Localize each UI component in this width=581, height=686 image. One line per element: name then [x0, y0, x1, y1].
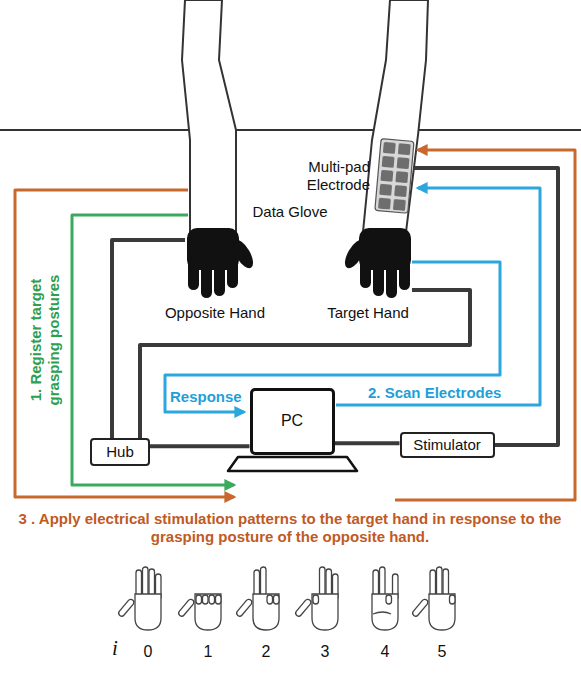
table-edge [0, 129, 581, 131]
cable-connector [335, 441, 400, 445]
step-label: Response [170, 388, 250, 406]
hand-icon [372, 567, 398, 630]
posture-number: 0 [136, 642, 160, 661]
hand-posture-icons [118, 567, 455, 630]
posture-number: 2 [254, 642, 278, 661]
node-label: Stimulator [411, 436, 483, 453]
index-symbol: i [105, 636, 125, 661]
data-glove-right [341, 228, 411, 298]
hand-icon [118, 567, 161, 630]
part-label: Multi-pad Electrode [296, 158, 370, 194]
step-label: 2. Scan Electrodes [368, 384, 533, 402]
stimulator-box: Stimulator [400, 432, 495, 458]
posture-number: 5 [430, 642, 454, 661]
right-arm [363, 0, 428, 232]
node-label: PC [279, 412, 305, 430]
part-label: Data Glove [240, 203, 340, 221]
cable-connector [150, 444, 250, 448]
step-label: 3 . Apply electrical stimulation pattern… [18, 510, 563, 546]
posture-number: 4 [373, 642, 397, 661]
pc-screen: PC [250, 388, 335, 455]
node-label: Hub [104, 443, 136, 460]
posture-number: 3 [313, 642, 337, 661]
hand-icon [178, 594, 221, 630]
part-label: Opposite Hand [155, 304, 275, 322]
data-glove-left [187, 228, 257, 298]
flow-arrow [15, 150, 575, 500]
hand-icon [236, 567, 279, 630]
left-arm [182, 0, 236, 232]
part-label: Target Hand [313, 304, 423, 322]
cable [112, 168, 558, 445]
step-label: 1. Register target grasping postures [27, 265, 63, 415]
multi-pad-electrode [375, 139, 414, 214]
posture-number: 1 [196, 642, 220, 661]
hand-icon [295, 567, 338, 630]
laptop-base [228, 457, 357, 471]
hand-icon [412, 567, 455, 630]
hub-box: Hub [90, 438, 150, 466]
